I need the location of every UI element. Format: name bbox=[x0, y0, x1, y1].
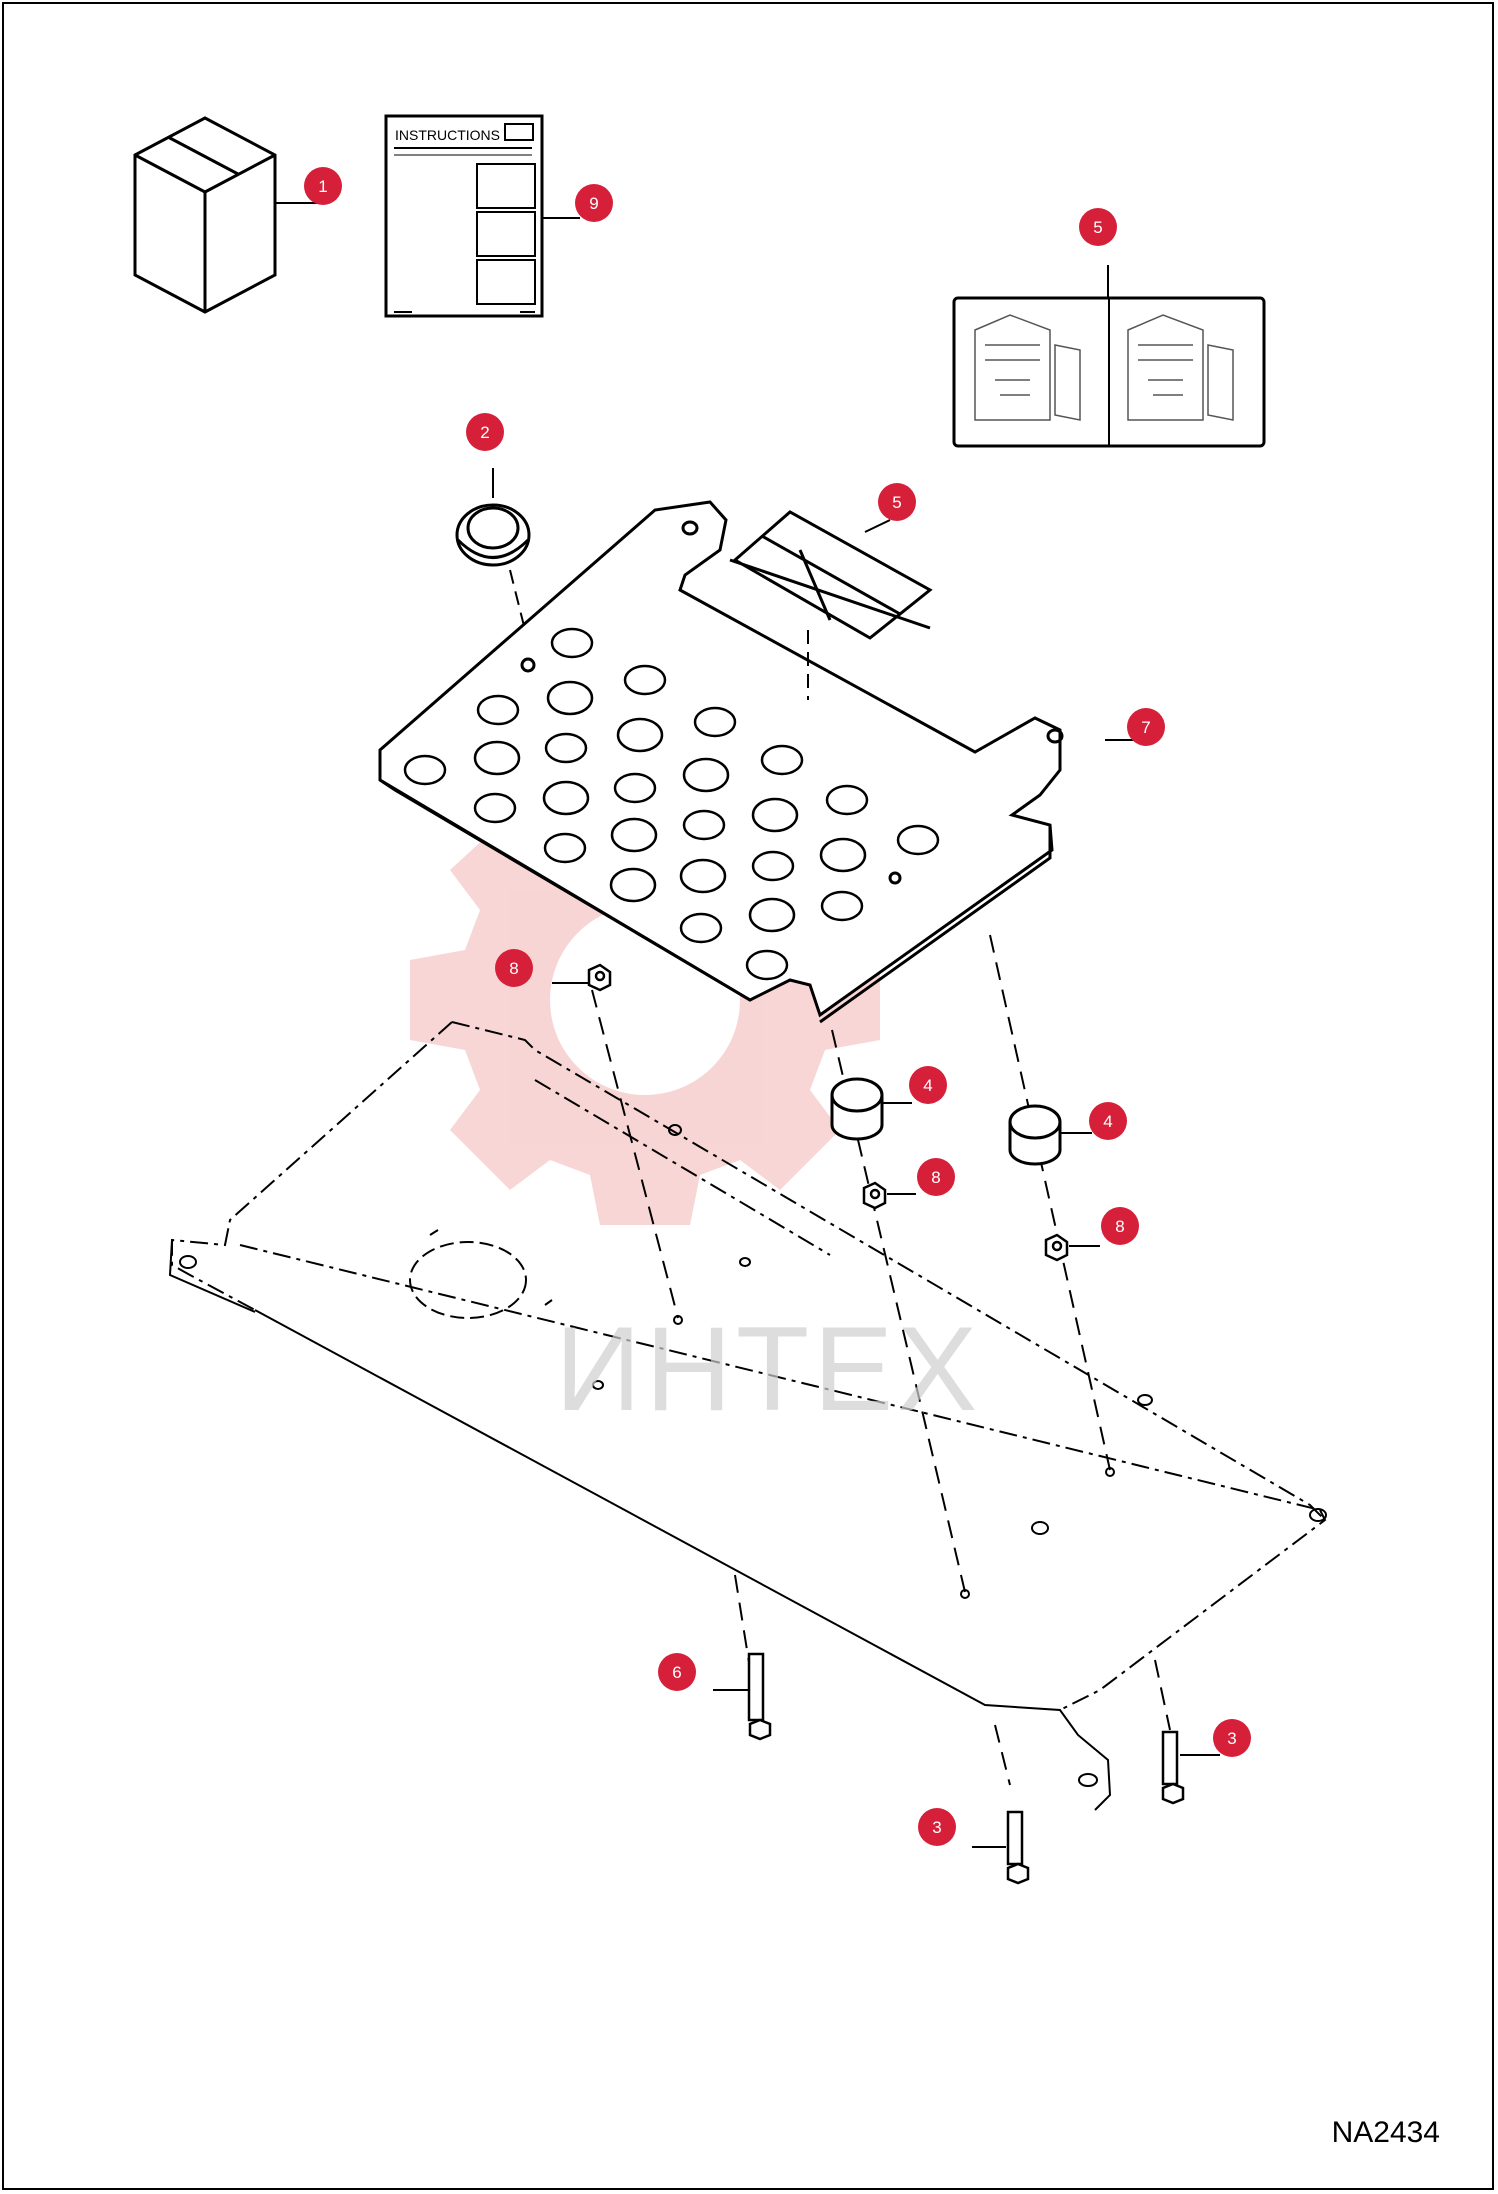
watermark-text: ИНТЕХ bbox=[555, 1302, 982, 1436]
callout-3a-label: 3 bbox=[1227, 1729, 1236, 1748]
decal-panel bbox=[952, 265, 1266, 448]
instructions-sheet bbox=[384, 114, 580, 318]
callout-3b-label: 3 bbox=[932, 1818, 941, 1837]
spacer-parts bbox=[830, 1077, 1092, 1166]
callout-8c: 8 bbox=[1101, 1207, 1139, 1245]
nut-parts bbox=[552, 963, 1100, 1262]
base-pin-holes bbox=[673, 1315, 1115, 1599]
box-part bbox=[133, 116, 320, 314]
callout-2-label: 2 bbox=[480, 423, 489, 442]
callout-8a-label: 8 bbox=[509, 959, 518, 978]
callout-1-label: 1 bbox=[318, 177, 327, 196]
callout-9-label: 9 bbox=[589, 194, 598, 213]
callout-6: 6 bbox=[658, 1653, 696, 1691]
figure-code: NA2434 bbox=[1331, 2116, 1440, 2149]
callout-4b: 4 bbox=[1089, 1102, 1127, 1140]
plate-decal bbox=[732, 510, 933, 640]
callout-7: 7 bbox=[1127, 708, 1165, 746]
callout-8b-label: 8 bbox=[931, 1168, 940, 1187]
callout-6-label: 6 bbox=[672, 1663, 681, 1682]
callout-5a-label: 5 bbox=[1093, 218, 1102, 237]
callout-2: 2 bbox=[466, 413, 504, 451]
callout-4a-label: 4 bbox=[923, 1076, 932, 1095]
callout-5b: 5 bbox=[878, 483, 916, 521]
callout-8a: 8 bbox=[495, 949, 533, 987]
callout-3a: 3 bbox=[1213, 1719, 1251, 1757]
base-frame bbox=[168, 1021, 1327, 1811]
callout-badges: 1 9 5 2 5 7 8 4 4 8 8 6 3 3 bbox=[304, 167, 1251, 1846]
callout-1: 1 bbox=[304, 167, 342, 205]
callout-4a: 4 bbox=[909, 1066, 947, 1104]
cap-part bbox=[455, 468, 531, 651]
callout-5b-label: 5 bbox=[892, 493, 901, 512]
bolt-parts bbox=[713, 1652, 1220, 1885]
callout-8c-label: 8 bbox=[1115, 1217, 1124, 1236]
callout-8b: 8 bbox=[917, 1158, 955, 1196]
callout-9: 9 bbox=[575, 184, 613, 222]
instructions-heading: INSTRUCTIONS bbox=[395, 127, 500, 143]
callout-4b-label: 4 bbox=[1103, 1112, 1112, 1131]
plate-holes bbox=[403, 627, 940, 981]
callout-3b: 3 bbox=[918, 1808, 956, 1846]
callout-5a: 5 bbox=[1079, 208, 1117, 246]
callout-7-label: 7 bbox=[1141, 718, 1150, 737]
